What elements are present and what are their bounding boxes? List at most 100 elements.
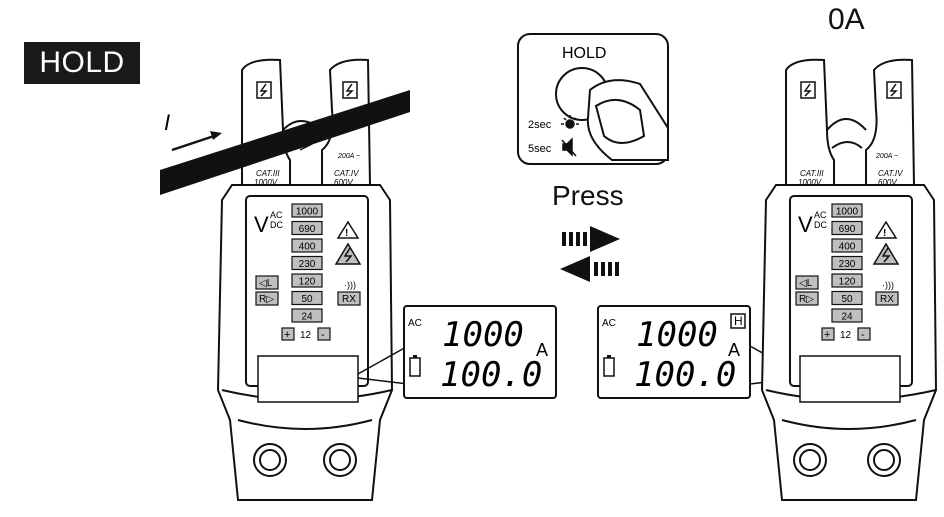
inset-hold-label: HOLD bbox=[562, 45, 606, 62]
display-mode: AC bbox=[408, 318, 422, 329]
press-label: Press bbox=[552, 180, 624, 211]
dc-label: DC bbox=[270, 220, 283, 230]
voltage-level-24 bbox=[291, 308, 323, 323]
voltage-level-230 bbox=[291, 255, 323, 271]
danger-icon bbox=[256, 81, 272, 99]
rx-button[interactable] bbox=[875, 291, 899, 306]
voltage-level-230 bbox=[831, 255, 863, 271]
display-unit: A bbox=[728, 340, 740, 360]
warning-icon bbox=[336, 220, 360, 239]
right-zoom-display: AC 1000 H 100.0 A bbox=[597, 305, 801, 399]
voltage-level-label: 230 bbox=[299, 259, 316, 270]
left-lead-label: ◁L bbox=[799, 278, 813, 289]
danger-icon bbox=[800, 81, 816, 99]
right-lead-button[interactable] bbox=[255, 291, 279, 306]
voltage-level-690 bbox=[291, 220, 323, 236]
voltage-level-label: 400 bbox=[299, 242, 316, 253]
right-lead-label: R▷ bbox=[259, 294, 274, 305]
voltage-level-label: 120 bbox=[299, 277, 316, 288]
voltage-level-label: 120 bbox=[839, 277, 856, 288]
left-probes bbox=[253, 443, 357, 477]
left-jaw-icons bbox=[256, 81, 358, 99]
step-value: 12 bbox=[300, 330, 312, 341]
press-arrows bbox=[560, 226, 620, 282]
voltage-level-690 bbox=[831, 220, 863, 236]
mute-icon bbox=[561, 137, 577, 157]
ac-label: AC bbox=[270, 210, 283, 220]
voltage-level-1000 bbox=[291, 203, 323, 218]
voltage-level-1000 bbox=[831, 203, 863, 218]
display-top-digits: 1000 bbox=[442, 315, 524, 355]
danger-icon bbox=[342, 81, 358, 99]
high-voltage-icon bbox=[872, 242, 900, 265]
plus-button[interactable] bbox=[821, 327, 835, 341]
beeper-icon: ·))) bbox=[882, 280, 894, 290]
voltage-level-120 bbox=[291, 273, 323, 288]
left-lcd-window bbox=[257, 355, 359, 403]
minus-button[interactable] bbox=[857, 327, 871, 341]
display-bottom-digits: 100.0 bbox=[634, 355, 736, 395]
voltage-level-label: 24 bbox=[301, 312, 313, 323]
rx-button[interactable] bbox=[337, 291, 361, 306]
display-unit: A bbox=[536, 340, 548, 360]
voltage-level-label: 690 bbox=[299, 224, 316, 235]
left-lead-label: ◁L bbox=[259, 278, 273, 289]
voltage-level-24 bbox=[831, 308, 863, 323]
voltage-level-label: 50 bbox=[301, 294, 313, 305]
minus-label: - bbox=[861, 329, 865, 341]
reading-label: 0A bbox=[828, 3, 865, 36]
jaw-current-label: 200A ~ bbox=[337, 153, 360, 160]
beeper-icon: ·))) bbox=[344, 280, 356, 290]
voltage-level-400 bbox=[831, 238, 863, 253]
voltage-level-label: 50 bbox=[841, 294, 853, 305]
svg-text:!: ! bbox=[345, 228, 348, 239]
voltage-level-label: 1000 bbox=[296, 207, 319, 218]
svg-text:!: ! bbox=[883, 228, 886, 239]
voltage-level-50 bbox=[291, 290, 323, 306]
voltage-level-120 bbox=[831, 273, 863, 288]
step-value: 12 bbox=[840, 330, 852, 341]
option-2sec: 2sec bbox=[528, 119, 552, 131]
minus-label: - bbox=[321, 329, 325, 341]
high-voltage-icon bbox=[334, 242, 362, 265]
ac-label: AC bbox=[814, 210, 827, 220]
minus-button[interactable] bbox=[317, 327, 331, 341]
left-lead-button[interactable] bbox=[795, 275, 819, 290]
arrow-right-icon bbox=[590, 226, 620, 252]
v-label: V bbox=[798, 212, 813, 237]
voltage-level-label: 1000 bbox=[836, 207, 859, 218]
hold-inset: HOLD 2sec 5sec bbox=[517, 33, 669, 165]
right-lcd-window bbox=[799, 355, 901, 403]
plus-label: + bbox=[284, 329, 290, 341]
left-lead-button[interactable] bbox=[255, 275, 279, 290]
voltage-level-50 bbox=[831, 290, 863, 306]
danger-icon bbox=[886, 81, 902, 99]
voltage-level-label: 24 bbox=[841, 312, 853, 323]
display-top-digits: 1000 bbox=[636, 315, 718, 355]
light-icon bbox=[561, 115, 579, 129]
right-lead-button[interactable] bbox=[795, 291, 819, 306]
hold-badge: HOLD bbox=[24, 42, 140, 84]
plus-button[interactable] bbox=[281, 327, 295, 341]
right-jaw-icons bbox=[800, 81, 902, 99]
display-mode: AC bbox=[602, 318, 616, 329]
warning-icon bbox=[874, 220, 898, 239]
rx-label: RX bbox=[880, 294, 894, 305]
right-lead-label: R▷ bbox=[799, 294, 814, 305]
display-bottom-digits: 100.0 bbox=[440, 355, 542, 395]
hold-flag-box bbox=[730, 313, 746, 329]
jaw-current-label-r: 200A ~ bbox=[875, 153, 898, 160]
cable bbox=[160, 90, 410, 195]
v-label: V bbox=[254, 212, 269, 237]
voltage-level-label: 400 bbox=[839, 242, 856, 253]
left-jaw-a bbox=[241, 58, 291, 186]
dc-label: DC bbox=[814, 220, 827, 230]
voltage-level-label: 690 bbox=[839, 224, 856, 235]
arrow-left-icon bbox=[560, 256, 590, 282]
